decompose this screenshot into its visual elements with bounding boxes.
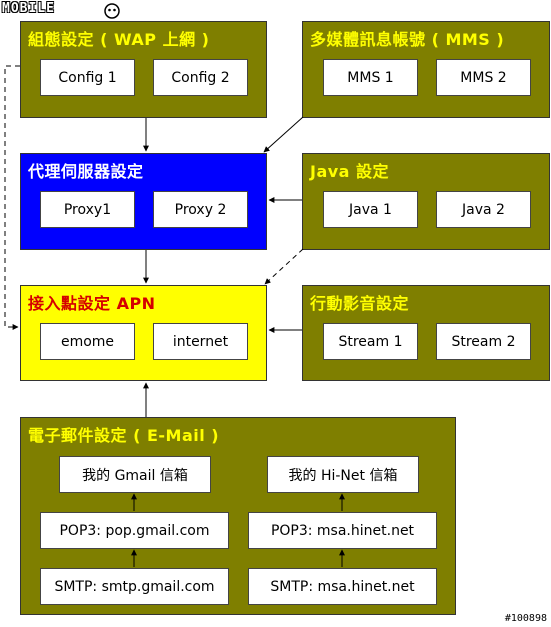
apn-title: 接入點設定 APN [28,294,156,313]
internet-box: internet [153,323,248,360]
hinet-smtp-box: SMTP: msa.hinet.net [248,568,437,605]
wap-to-apn-dashed-connector [4,65,20,330]
logo-icon [104,3,120,19]
proxy-title: 代理伺服器設定 [28,162,144,181]
wap-config-title: 組態設定 ( WAP 上網 ) [28,30,210,49]
wap-config-group: 組態設定 ( WAP 上網 ) Config 1 Config 2 [20,21,267,118]
stream-1-box: Stream 1 [323,323,418,360]
stream-group: 行動影音設定 Stream 1 Stream 2 [302,285,550,381]
mms-2-box: MMS 2 [436,59,531,96]
apn-group: 接入點設定 APN emome internet [20,285,267,381]
mms-title: 多媒體訊息帳號 ( MMS ) [310,30,505,49]
java-to-apn-dashed-arrow [264,248,304,285]
java-2-box: Java 2 [436,191,531,228]
gmail-smtp-box: SMTP: smtp.gmail.com [40,568,229,605]
mobile01-logo: MOBILE [2,1,55,16]
java-group: Java 設定 Java 1 Java 2 [302,153,550,250]
stream-2-box: Stream 2 [436,323,531,360]
image-id-watermark: #100898 [504,613,547,624]
mms-1-box: MMS 1 [323,59,418,96]
proxy-2-box: Proxy 2 [153,191,248,228]
email-group: 電子郵件設定 ( E-Mail ) 我的 Gmail 信箱 POP3: pop.… [20,417,456,615]
mms-group: 多媒體訊息帳號 ( MMS ) MMS 1 MMS 2 [302,21,550,118]
java-1-box: Java 1 [323,191,418,228]
hinet-inbox-box: 我的 Hi-Net 信箱 [267,456,419,493]
gmail-inbox-box: 我的 Gmail 信箱 [59,456,211,493]
proxy-1-box: Proxy1 [40,191,135,228]
email-title: 電子郵件設定 ( E-Mail ) [28,426,220,445]
config-1-box: Config 1 [40,59,135,96]
hinet-pop3-box: POP3: msa.hinet.net [248,512,437,549]
java-title: Java 設定 [310,162,390,181]
proxy-group: 代理伺服器設定 Proxy1 Proxy 2 [20,153,267,250]
config-2-box: Config 2 [153,59,248,96]
gmail-pop3-box: POP3: pop.gmail.com [40,512,229,549]
mms-to-proxy-arrow [263,116,304,153]
stream-title: 行動影音設定 [310,294,410,313]
emome-box: emome [40,323,135,360]
